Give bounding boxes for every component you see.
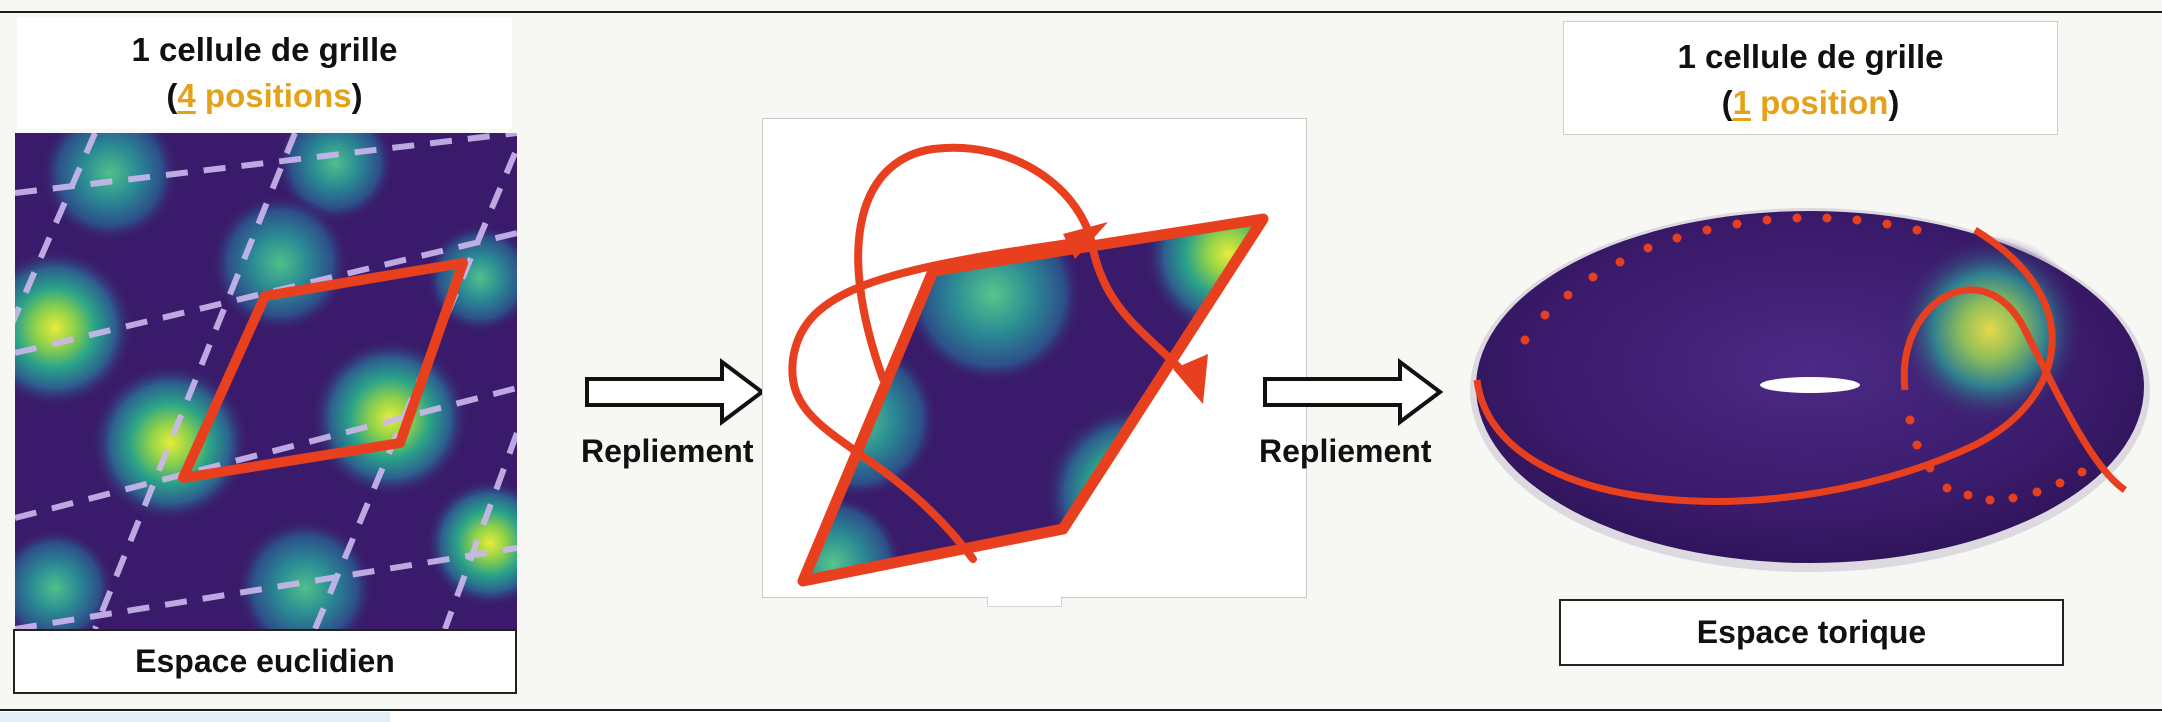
- fold-label-2: Repliement: [1259, 433, 1432, 469]
- folded-panel-notch: [987, 596, 1062, 607]
- toric-title-line2: (1 position): [1721, 84, 1900, 121]
- euclidean-title-line2: (4 positions): [166, 77, 363, 114]
- euclidean-grid-field: [15, 133, 517, 629]
- bottom-strip: [0, 711, 2162, 722]
- torus-surface: [1465, 190, 2155, 590]
- euclidean-count: 4: [177, 77, 196, 114]
- bottom-accent: [0, 712, 390, 722]
- toric-space-label: Espace torique: [1559, 599, 2064, 666]
- toric-title-line1: 1 cellule de grille: [1677, 38, 1944, 75]
- right-arrow-icon: [585, 358, 766, 426]
- euclidean-space-label: Espace euclidien: [13, 629, 517, 694]
- bottom-rule: [0, 709, 2162, 711]
- toric-count: 1: [1732, 84, 1751, 121]
- euclidean-positions-word: positions: [195, 77, 352, 114]
- toric-title: 1 cellule de grille (1 position): [1563, 21, 2058, 135]
- right-arrow-icon: [1263, 358, 1444, 426]
- folded-cell-panel: [762, 118, 1307, 598]
- euclidean-title: 1 cellule de grille (4 positions): [17, 17, 512, 129]
- top-rule: [0, 11, 2162, 13]
- toric-positions-word: position: [1750, 84, 1889, 121]
- fold-label-1: Repliement: [581, 433, 754, 469]
- euclidean-title-line1: 1 cellule de grille: [131, 31, 398, 68]
